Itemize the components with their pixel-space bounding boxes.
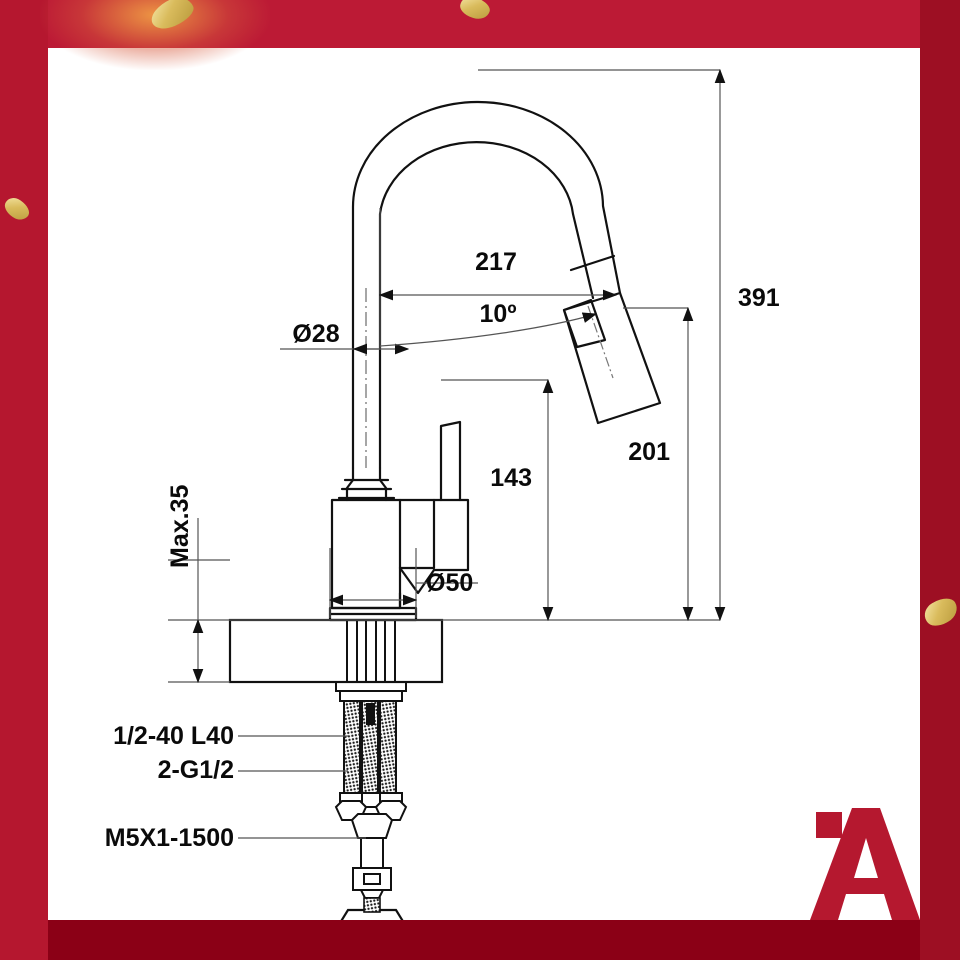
- dim-label-d28: Ø28: [292, 320, 339, 348]
- dimension-layer: 217 10º 391 Ø28 201 143 Ø50 Max.35 1/2-4…: [105, 68, 780, 920]
- hose-above-weight: [363, 897, 381, 913]
- callout-label-shank-thread: 1/2-40 L40: [113, 722, 234, 750]
- counterweight-hose: [363, 897, 381, 913]
- handle-boss: [432, 498, 470, 572]
- handle-bevel: [398, 566, 436, 595]
- dim-label-143: 143: [490, 464, 532, 492]
- faucet-technical-drawing: 217 10º 391 Ø28 201 143 Ø50 Max.35 1/2-4…: [48, 48, 920, 920]
- dim-label-201: 201: [628, 438, 670, 466]
- spout-outer-curve: [351, 100, 622, 470]
- dim-label-10deg: 10º: [480, 300, 517, 328]
- frame-band-top: [0, 0, 960, 48]
- confetti-gold-top-right: [457, 0, 493, 23]
- dim-label-217: 217: [475, 248, 517, 276]
- frame-band-right: [920, 0, 960, 960]
- dim-label-391: 391: [738, 284, 780, 312]
- confetti-gold-right: [920, 593, 960, 631]
- quick-connect-window: [363, 873, 381, 885]
- frame-band-bottom: [0, 920, 960, 960]
- supply-hose-assembly: [334, 700, 408, 899]
- faucet-outline: [328, 100, 662, 622]
- dim-label-max35: Max.35: [166, 485, 194, 568]
- callout-label-supply-thread: 2-G1/2: [158, 756, 234, 784]
- frame-band-left: [0, 0, 48, 960]
- drawing-canvas: [228, 100, 662, 899]
- mounting-shank: [335, 620, 407, 702]
- spout-column: [345, 466, 355, 502]
- spout-column-right: [378, 466, 388, 502]
- dim-label-d50: Ø50: [426, 569, 473, 597]
- spray-head-body: [562, 291, 662, 425]
- pull-rod-slot: [366, 703, 375, 725]
- spray-head-collar: [569, 254, 616, 272]
- dimension-lines: [168, 68, 726, 839]
- body-shoulder: [398, 498, 436, 570]
- confetti-gold-left: [1, 194, 33, 224]
- sprayhead-centerline: [587, 305, 614, 379]
- handle-lever: [439, 420, 462, 502]
- spray-trigger: [562, 298, 607, 349]
- spout-inner-curve: [378, 141, 595, 470]
- confetti-gold-top: [146, 0, 198, 34]
- callout-label-pullout-hose: M5X1-1500: [105, 824, 234, 852]
- dim-10deg-leader: [379, 312, 598, 347]
